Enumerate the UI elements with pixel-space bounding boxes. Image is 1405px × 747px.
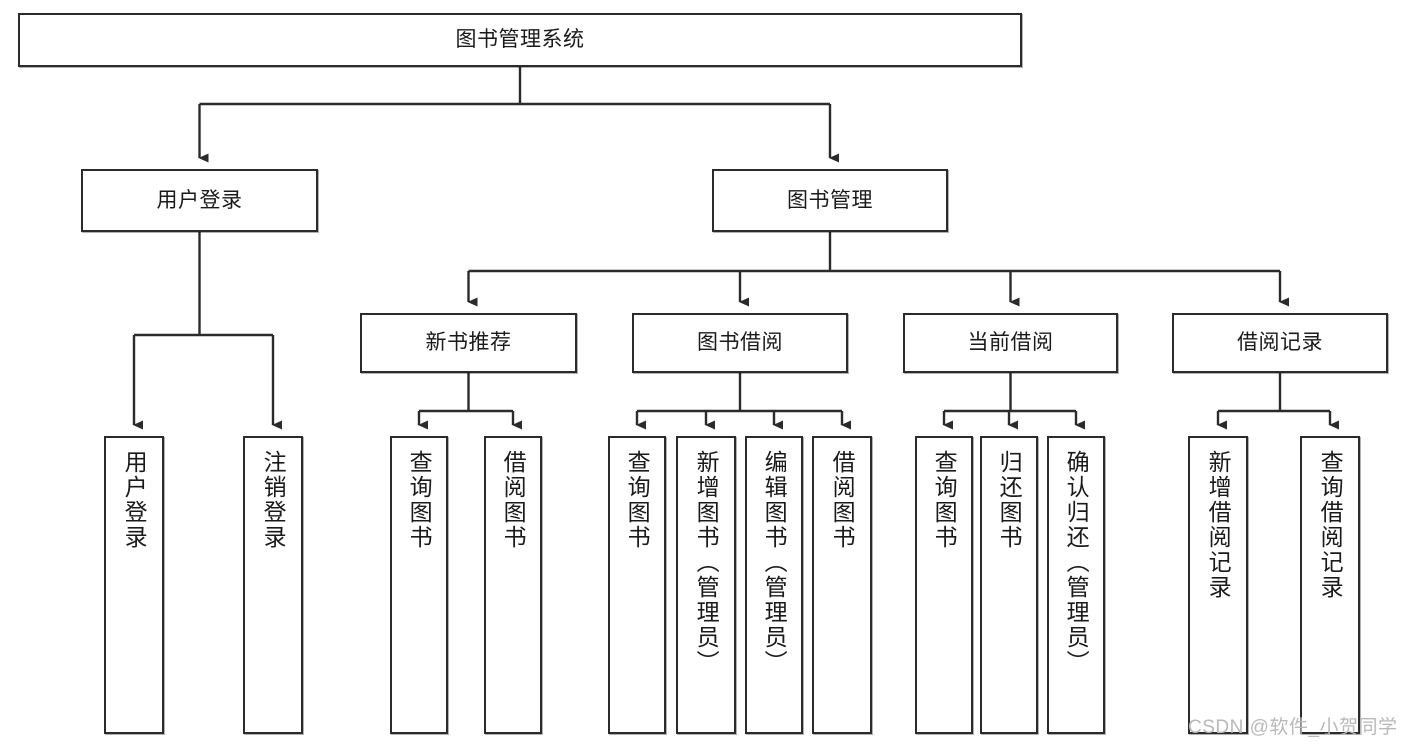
node-label: 当前借阅 bbox=[967, 331, 1054, 355]
node-l2-user[interactable]: 用户登录 bbox=[81, 169, 318, 232]
node-label: 新增借阅记录 bbox=[1205, 450, 1232, 600]
node-label: 注销登录 bbox=[260, 450, 287, 550]
node-root[interactable]: 图书管理系统 bbox=[18, 13, 1022, 67]
node-label: 用户登录 bbox=[156, 188, 243, 212]
node-label: 查询借阅记录 bbox=[1317, 450, 1344, 600]
node-label: 归还图书 bbox=[996, 450, 1023, 550]
node-leaf-c-confirm[interactable]: 确认归还（管理员） bbox=[1047, 436, 1105, 734]
node-leaf-b-borrow[interactable]: 借阅图书 bbox=[812, 436, 872, 734]
node-leaf-new-query[interactable]: 查询图书 bbox=[390, 436, 448, 734]
node-leaf-r-add[interactable]: 新增借阅记录 bbox=[1188, 436, 1248, 734]
node-label: 编辑图书（管理员） bbox=[761, 450, 788, 675]
node-label: 用户登录 bbox=[121, 450, 148, 550]
node-label: 图书借阅 bbox=[697, 331, 783, 355]
node-label: 图书管理系统 bbox=[455, 28, 585, 52]
node-label: 借阅图书 bbox=[829, 450, 856, 550]
node-leaf-b-query[interactable]: 查询图书 bbox=[608, 436, 666, 734]
node-label: 借阅记录 bbox=[1237, 331, 1323, 355]
node-label: 借阅图书 bbox=[500, 450, 527, 550]
node-label: 确认归还（管理员） bbox=[1063, 450, 1090, 675]
node-l3-current[interactable]: 当前借阅 bbox=[903, 313, 1118, 373]
node-l3-record[interactable]: 借阅记录 bbox=[1172, 313, 1388, 373]
node-leaf-b-edit[interactable]: 编辑图书（管理员） bbox=[745, 436, 803, 734]
node-leaf-user-login[interactable]: 用户登录 bbox=[104, 436, 164, 734]
node-label: 查询图书 bbox=[931, 450, 958, 550]
node-label: 新增图书（管理员） bbox=[693, 450, 720, 675]
watermark-label: CSDN @软件_小贺同学 bbox=[1188, 717, 1398, 738]
node-label: 查询图书 bbox=[624, 450, 651, 550]
node-leaf-new-borrow[interactable]: 借阅图书 bbox=[484, 436, 542, 734]
node-label: 图书管理 bbox=[787, 188, 873, 212]
node-l2-book[interactable]: 图书管理 bbox=[712, 169, 948, 232]
node-l3-newbook[interactable]: 新书推荐 bbox=[360, 313, 577, 373]
node-leaf-user-logout[interactable]: 注销登录 bbox=[243, 436, 303, 734]
node-l3-borrow[interactable]: 图书借阅 bbox=[632, 313, 848, 373]
node-leaf-r-query[interactable]: 查询借阅记录 bbox=[1300, 436, 1360, 734]
node-leaf-b-add[interactable]: 新增图书（管理员） bbox=[676, 436, 736, 734]
node-leaf-c-query[interactable]: 查询图书 bbox=[915, 436, 973, 734]
node-label: 查询图书 bbox=[406, 450, 433, 550]
node-leaf-c-return[interactable]: 归还图书 bbox=[980, 436, 1038, 734]
node-label: 新书推荐 bbox=[425, 331, 512, 355]
